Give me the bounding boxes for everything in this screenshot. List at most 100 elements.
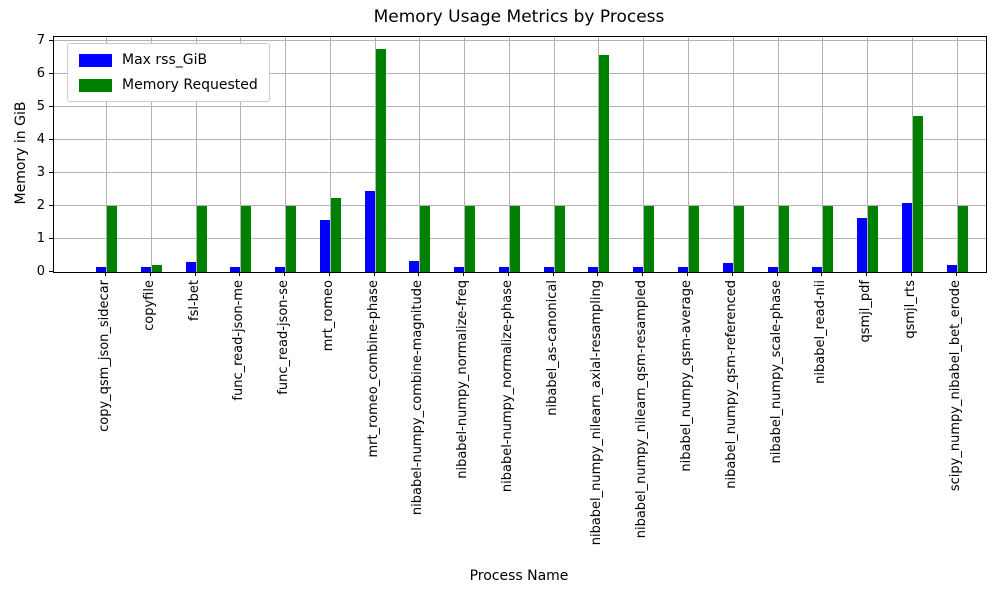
x-tick-label: nibabel_numpy_scale-phase bbox=[768, 280, 784, 464]
gridline-v bbox=[329, 37, 331, 272]
gridline-v bbox=[508, 37, 510, 272]
x-tick-label: nibabel_numpy_nilearn_axial-resampling bbox=[589, 280, 605, 546]
legend-swatch-max-rss bbox=[79, 53, 112, 67]
bar-max-rss bbox=[588, 267, 599, 272]
bar-max-rss bbox=[901, 203, 912, 272]
y-tick-mark bbox=[49, 271, 53, 272]
y-tick-mark bbox=[49, 172, 53, 174]
bar-memory-requested bbox=[912, 116, 923, 272]
x-tick-label: nibabel_numpy_nilearn_qsm-resampled bbox=[634, 280, 650, 539]
bar-memory-requested bbox=[241, 206, 252, 272]
legend-swatch-memory-requested bbox=[79, 78, 112, 92]
x-tick-label: func_read-json-se bbox=[276, 280, 292, 395]
x-tick-mark bbox=[149, 272, 151, 276]
x-tick-mark bbox=[955, 272, 957, 276]
gridline-v bbox=[285, 37, 287, 272]
x-tick-label: nibabel_read-nii bbox=[813, 280, 829, 384]
x-tick-mark bbox=[284, 272, 286, 276]
x-tick-label: scipy_numpy_nibabel_bet_erode bbox=[947, 280, 963, 492]
x-tick-mark bbox=[463, 272, 465, 276]
x-tick-mark bbox=[597, 272, 599, 276]
bar-memory-requested bbox=[420, 206, 431, 272]
x-tick-mark bbox=[418, 272, 420, 276]
gridline-h bbox=[54, 40, 986, 42]
bar-max-rss bbox=[498, 267, 509, 272]
bar-memory-requested bbox=[196, 206, 207, 272]
y-tick-label: 2 bbox=[36, 197, 45, 213]
bar-max-rss bbox=[678, 267, 688, 272]
gridline-v bbox=[374, 37, 376, 272]
y-tick-label: 6 bbox=[36, 65, 45, 81]
bar-max-rss bbox=[946, 265, 957, 272]
x-tick-label: mrt_romeo bbox=[320, 280, 336, 352]
y-tick-mark bbox=[49, 106, 53, 108]
gridline-v bbox=[553, 37, 555, 272]
bar-memory-requested bbox=[644, 206, 655, 272]
legend-item-max-rss: Max rss_GiB bbox=[79, 52, 258, 68]
bar-memory-requested bbox=[509, 206, 520, 272]
bar-max-rss bbox=[454, 267, 465, 272]
bar-memory-requested bbox=[778, 206, 789, 272]
x-tick-mark bbox=[105, 272, 106, 276]
y-tick-mark bbox=[49, 238, 53, 240]
x-tick-mark bbox=[328, 272, 330, 276]
legend-label-memory-requested: Memory Requested bbox=[122, 77, 258, 93]
x-tick-mark bbox=[731, 272, 733, 276]
bar-memory-requested bbox=[599, 55, 610, 272]
x-tick-mark bbox=[687, 272, 688, 276]
y-tick-label: 3 bbox=[36, 164, 45, 180]
legend-item-memory-requested: Memory Requested bbox=[79, 77, 258, 93]
x-tick-mark bbox=[642, 272, 644, 276]
x-tick-mark bbox=[910, 272, 912, 276]
bar-memory-requested bbox=[151, 265, 162, 272]
gridline-v bbox=[195, 37, 197, 272]
x-tick-label: qsmjl_pdf bbox=[858, 280, 874, 343]
x-tick-mark bbox=[239, 272, 241, 276]
x-tick-mark bbox=[373, 272, 375, 276]
x-tick-label: fsl-bet bbox=[186, 280, 202, 321]
gridline-h bbox=[54, 73, 986, 75]
bar-memory-requested bbox=[107, 206, 117, 272]
bar-memory-requested bbox=[689, 206, 699, 272]
x-tick-label: nibabel_numpy_qsm-average bbox=[679, 280, 694, 472]
x-tick-label: mrt_romeo_combine-phase bbox=[365, 280, 381, 458]
x-tick-mark bbox=[552, 272, 554, 276]
x-tick-label: qsmjl_rts bbox=[902, 280, 918, 339]
bar-max-rss bbox=[409, 261, 420, 272]
bar-memory-requested bbox=[868, 206, 879, 272]
x-tick-mark bbox=[866, 272, 868, 276]
gridline-h bbox=[54, 139, 986, 141]
gridline-v bbox=[598, 37, 600, 272]
bar-memory-requested bbox=[465, 206, 476, 272]
bar-max-rss bbox=[275, 267, 286, 272]
bar-max-rss bbox=[633, 267, 644, 272]
gridline-h bbox=[54, 106, 986, 108]
bar-max-rss bbox=[140, 267, 151, 272]
x-tick-label: nibabel-numpy_combine-magnitude bbox=[410, 280, 426, 516]
gridline-v bbox=[867, 37, 869, 272]
bar-memory-requested bbox=[330, 197, 341, 272]
y-tick-mark bbox=[49, 73, 53, 75]
gridline-v bbox=[956, 37, 958, 272]
gridline-v bbox=[150, 37, 152, 272]
gridline-v bbox=[643, 37, 645, 272]
gridline-v bbox=[419, 37, 421, 272]
legend-label-max-rss: Max rss_GiB bbox=[122, 52, 208, 68]
bar-max-rss bbox=[230, 267, 241, 272]
x-tick-label: copy_qsm_json_sidecar bbox=[97, 280, 112, 432]
x-tick-mark bbox=[821, 272, 823, 276]
gridline-v bbox=[464, 37, 466, 272]
gridline-v bbox=[822, 37, 824, 272]
plot-area: Max rss_GiB Memory Requested bbox=[53, 36, 987, 273]
bar-max-rss bbox=[319, 220, 330, 272]
bar-memory-requested bbox=[375, 48, 386, 272]
y-tick-mark bbox=[49, 40, 53, 42]
x-tick-label: copyfile bbox=[141, 280, 157, 331]
bar-max-rss bbox=[96, 267, 106, 272]
bar-memory-requested bbox=[957, 206, 968, 272]
legend: Max rss_GiB Memory Requested bbox=[67, 43, 270, 102]
y-tick-mark bbox=[49, 139, 53, 141]
bar-memory-requested bbox=[823, 206, 834, 272]
gridline-v bbox=[911, 37, 913, 272]
